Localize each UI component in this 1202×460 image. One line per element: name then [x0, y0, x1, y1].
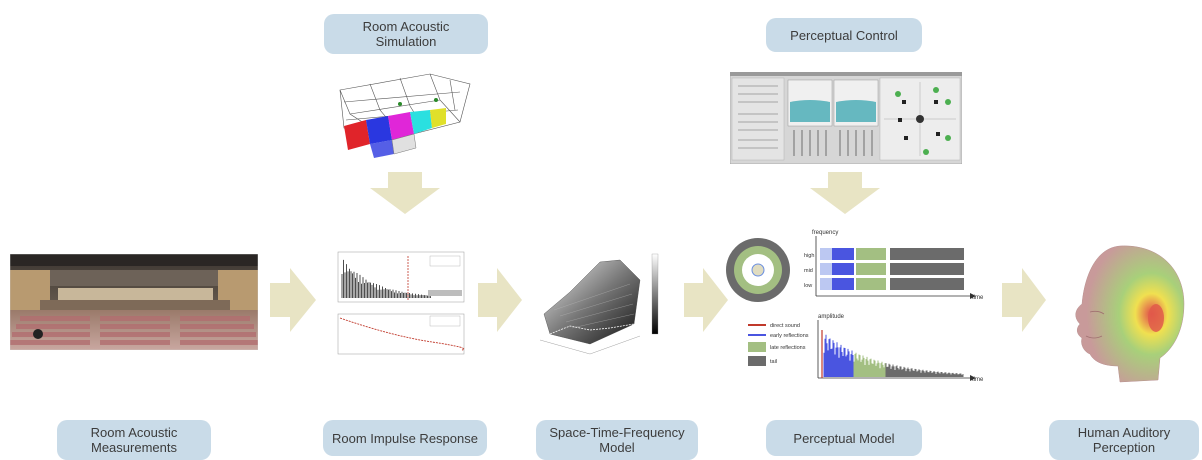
- down-arrow-simulation: [370, 172, 440, 214]
- legend-swatch-late: [748, 342, 766, 352]
- legend-tail: tail: [770, 359, 777, 365]
- legend-swatch-early: [748, 334, 766, 336]
- right-arrow-1: [270, 268, 316, 332]
- time-axis-label-bottom: time: [972, 377, 984, 383]
- amplitude-decay-bars: [823, 334, 964, 377]
- legend-direct: direct sound: [770, 323, 800, 329]
- legend-early: early reflections: [770, 333, 809, 339]
- label-room-acoustic-measurements: Room Acoustic Measurements: [57, 420, 211, 460]
- amp-axis-label: amplitude: [818, 314, 845, 320]
- label-room-acoustic-simulation: Room Acoustic Simulation: [324, 14, 488, 54]
- human-head-model: [1075, 245, 1185, 383]
- label-perceptual-control: Perceptual Control: [766, 18, 922, 52]
- label-human-auditory-perception: Human Auditory Perception: [1049, 420, 1199, 460]
- legend-swatch-tail: [748, 356, 766, 366]
- perceptual-control-gui: [730, 72, 962, 164]
- down-arrow-control: [810, 172, 880, 214]
- right-arrow-3: [684, 268, 728, 332]
- room-simulation-wireframe: [339, 73, 471, 158]
- right-arrow-4: [1002, 268, 1046, 332]
- space-time-frequency-plot: [539, 253, 659, 355]
- impulse-response-plots: [337, 251, 465, 355]
- band-label-mid: mid: [804, 268, 813, 274]
- label-space-time-frequency-model: Space-Time-Frequency Model: [536, 420, 698, 460]
- space-rings-icon: [726, 238, 790, 302]
- perceptual-model-diagram: frequency time high mid low direct sound…: [726, 230, 984, 383]
- legend-late: late reflections: [770, 345, 806, 351]
- concert-hall-photo: [10, 254, 258, 350]
- band-blocks: [820, 248, 964, 290]
- time-axis-label-top: time: [972, 295, 984, 301]
- label-room-impulse-response: Room Impulse Response: [323, 420, 487, 456]
- impulse-response-waveform: [341, 259, 431, 298]
- legend-swatch-direct: [748, 324, 766, 326]
- label-perceptual-model: Perceptual Model: [766, 420, 922, 456]
- band-label-high: high: [804, 253, 814, 259]
- right-arrow-2: [478, 268, 522, 332]
- freq-axis-label: frequency: [812, 230, 838, 236]
- band-label-low: low: [804, 283, 812, 289]
- legend: direct sound early reflections late refl…: [748, 323, 809, 366]
